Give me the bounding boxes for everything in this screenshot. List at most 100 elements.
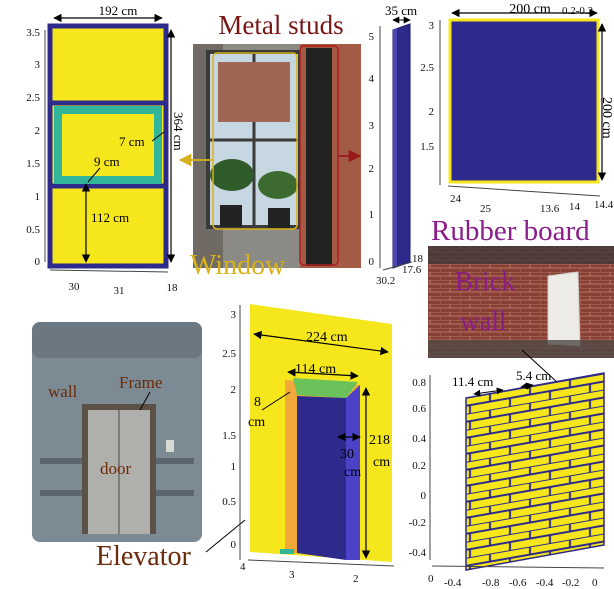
window-photo-metal-stud (306, 48, 332, 266)
elevator-door-width-arrow (287, 368, 359, 380)
window-frame-label: 7 cm (119, 134, 145, 149)
rubber-y-tick: 1.5 (420, 141, 434, 153)
brick-x-tick: -0.4 (536, 577, 554, 589)
rubber-x-axis (447, 185, 601, 197)
window-y-ticks: 0 0.5 1 1.5 2 2.5 3 3.5 (26, 27, 40, 268)
frame-leader (139, 391, 151, 411)
stud-y-tick: 5 (369, 31, 375, 43)
elevator-y-tick: 3 (231, 309, 237, 321)
stud-x-tick: 18 (412, 253, 424, 265)
window-x-tick: 18 (167, 282, 179, 294)
elevator-wall-width-label: 224 cm (306, 330, 348, 345)
stud-y-tick: 0 (369, 256, 375, 268)
window-glass-pane (62, 114, 154, 176)
elevator-height-label-a: 218 (369, 433, 390, 448)
brick-width-arrow (473, 387, 504, 397)
window-x-tick: 30 (69, 281, 81, 293)
brick-title-line2: wall (460, 306, 507, 336)
window-y-tick: 2.5 (26, 92, 40, 104)
rubber-board-title: Rubber board (431, 215, 590, 247)
elevator-depth-label-a: 30 (340, 447, 354, 462)
elevator-x-axis (247, 559, 395, 567)
brick-x-tick: -0.8 (482, 577, 500, 589)
brick-wall-shape (465, 372, 605, 571)
studs-highlight-box (299, 45, 339, 266)
elevator-y-tick: 1.5 (222, 430, 236, 442)
rubber-x-tick: 14 (569, 201, 581, 213)
rubber-height-label: 200 cm (599, 97, 614, 139)
elevator-x-tick: 2 (353, 573, 359, 585)
stud-y-tick: 1 (369, 209, 375, 221)
stud-y-tick: 3 (369, 120, 375, 132)
stud-model-panel: 0 1 2 3 4 5 35 cm 30.2 17.6 18 (369, 3, 424, 287)
window-y-tick: 1.5 (26, 158, 40, 170)
elevator-title: Elevator (96, 541, 192, 572)
window-model-panel: 0 0.5 1 1.5 2 2.5 3 3.5 192 cm 364 cm 7 … (26, 3, 186, 297)
brick-y-tick: 0.4 (412, 433, 426, 445)
elevator-photo (32, 322, 202, 542)
brick-x-tick: -0.4 (444, 577, 462, 589)
elevator-door-width-label: 114 cm (295, 362, 336, 377)
elevator-frame-leader (261, 391, 291, 411)
window-y-tick: 3.5 (26, 27, 40, 39)
brick-width-label: 11.4 cm (452, 374, 493, 389)
rubber-board-shape (448, 18, 600, 184)
window-y-tick: 0.5 (26, 224, 40, 236)
window-highlight-box (212, 52, 298, 230)
stud-y-tick: 4 (369, 73, 375, 85)
elevator-door-side (346, 385, 360, 560)
window-view-building (218, 62, 290, 122)
elevator-frame-label-b: cm (248, 415, 265, 430)
rubber-y-tick: 3 (429, 20, 435, 32)
brick-title-line1: Brick (455, 266, 515, 296)
window-title: Window (190, 250, 286, 281)
elevator-wall-width-arrow (253, 330, 389, 356)
brick-mortar-arrow (520, 382, 534, 390)
window-photo (178, 44, 362, 268)
elevator-x-tick: 3 (289, 569, 295, 581)
elevator-door-shape (297, 396, 346, 560)
brick-x-tick: -0.2 (562, 577, 579, 589)
rubber-board-panel: 0.2-0.2 1.5 2 2.5 3 200 cm 200 cm 24 25 … (420, 2, 614, 215)
elevator-model-panel: 0 0.5 1 1.5 2 2.5 3 224 cm 114 cm 8 cm 3… (222, 304, 395, 585)
window-y-tick: 0 (35, 256, 41, 268)
elevator-depth-label-b: cm (344, 465, 361, 480)
brick-y-tick: 0.2 (412, 460, 426, 472)
elevator-y-tick: 0.5 (222, 496, 236, 508)
stud-depth-label: 35 cm (385, 3, 417, 18)
window-width-label: 192 cm (99, 3, 138, 18)
window-y-tick: 3 (35, 59, 41, 71)
stud-x-tick: 17.6 (402, 264, 422, 276)
stud-x-tick: 30.2 (376, 275, 395, 287)
brick-y-tick: 0 (421, 490, 427, 502)
brick-x-tick: -0.6 (509, 577, 527, 589)
elevator-frame-label-a: 8 (254, 395, 261, 410)
elevator-y-tick: 1 (231, 461, 237, 473)
brick-model-panel: -0.4 -0.2 0 0.2 0.4 0.6 0.8 11.4 cm 5.4 … (409, 368, 605, 589)
stud-y-tick: 2 (369, 163, 375, 175)
brick-leader (521, 349, 559, 384)
brick-y-tick: 0.8 (412, 377, 426, 389)
frame-label: Frame (119, 373, 162, 392)
rubber-y-tick: 2 (429, 106, 435, 118)
window-x-axis (49, 269, 169, 273)
elevator-y-tick: 2.5 (222, 348, 236, 360)
rubber-x-tick: 13.6 (540, 203, 560, 215)
brick-photo-wall (428, 246, 614, 358)
elevator-call-button (166, 440, 174, 452)
rubber-board-in-photo (547, 271, 581, 347)
window-gap-label: 9 cm (94, 154, 120, 169)
brick-y-tick: -0.2 (409, 517, 426, 529)
elevator-y-tick: 0 (231, 539, 237, 551)
rubber-x-tick: 25 (480, 203, 492, 215)
window-y-tick: 2 (35, 125, 41, 137)
elevator-height-label-b: cm (373, 455, 390, 470)
rubber-x-tick: 14.4 (594, 199, 614, 211)
stud-x-axis (382, 261, 413, 271)
brick-x-tick: 0 (592, 577, 598, 589)
elevator-x-tick: 4 (240, 561, 246, 573)
brick-wall-photo (428, 246, 614, 358)
window-x-tick: 31 (114, 285, 125, 297)
window-frame-leader (151, 131, 165, 142)
